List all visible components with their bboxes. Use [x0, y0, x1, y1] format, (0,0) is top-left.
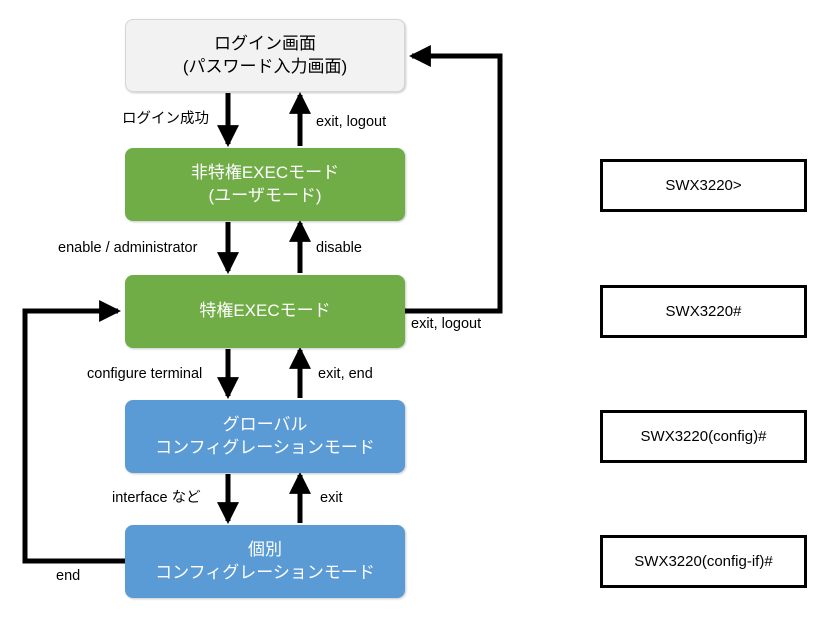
edge-label-exit-logout-right: exit, logout	[411, 316, 482, 332]
edge-label-end: end	[56, 568, 81, 584]
edge-label-disable: disable	[316, 240, 362, 256]
edge-label-interface-etc: interface など	[112, 490, 201, 506]
prompt-box-global-config: SWX3220(config)#	[600, 410, 807, 463]
prompt-box-user-mode: SWX3220>	[600, 159, 807, 212]
edge-label-configure-terminal: configure terminal	[87, 366, 203, 382]
prompt-box-interface-config: SWX3220(config-if)#	[600, 535, 807, 588]
arrow-exit-logout-right	[405, 44, 503, 314]
edge-label-enable-administrator: enable / administrator	[58, 240, 198, 256]
node-individual-configuration-mode: 個別 コンフィグレーションモード	[125, 525, 405, 598]
edge-label-exit: exit	[320, 490, 343, 506]
edge-label-exit-logout-top: exit, logout	[316, 114, 387, 130]
node-login-screen: ログイン画面 (パスワード入力画面)	[125, 19, 405, 92]
edge-label-login-success: ログイン成功	[122, 111, 209, 127]
node-unprivileged-exec-mode: 非特権EXECモード (ユーザモード)	[125, 148, 405, 221]
prompt-box-privileged-mode: SWX3220#	[600, 285, 807, 338]
arrow-end-loop	[22, 299, 125, 564]
node-privileged-exec-mode: 特権EXECモード	[125, 275, 405, 348]
node-global-configuration-mode: グローバル コンフィグレーションモード	[125, 400, 405, 473]
edge-label-exit-end: exit, end	[318, 366, 373, 382]
